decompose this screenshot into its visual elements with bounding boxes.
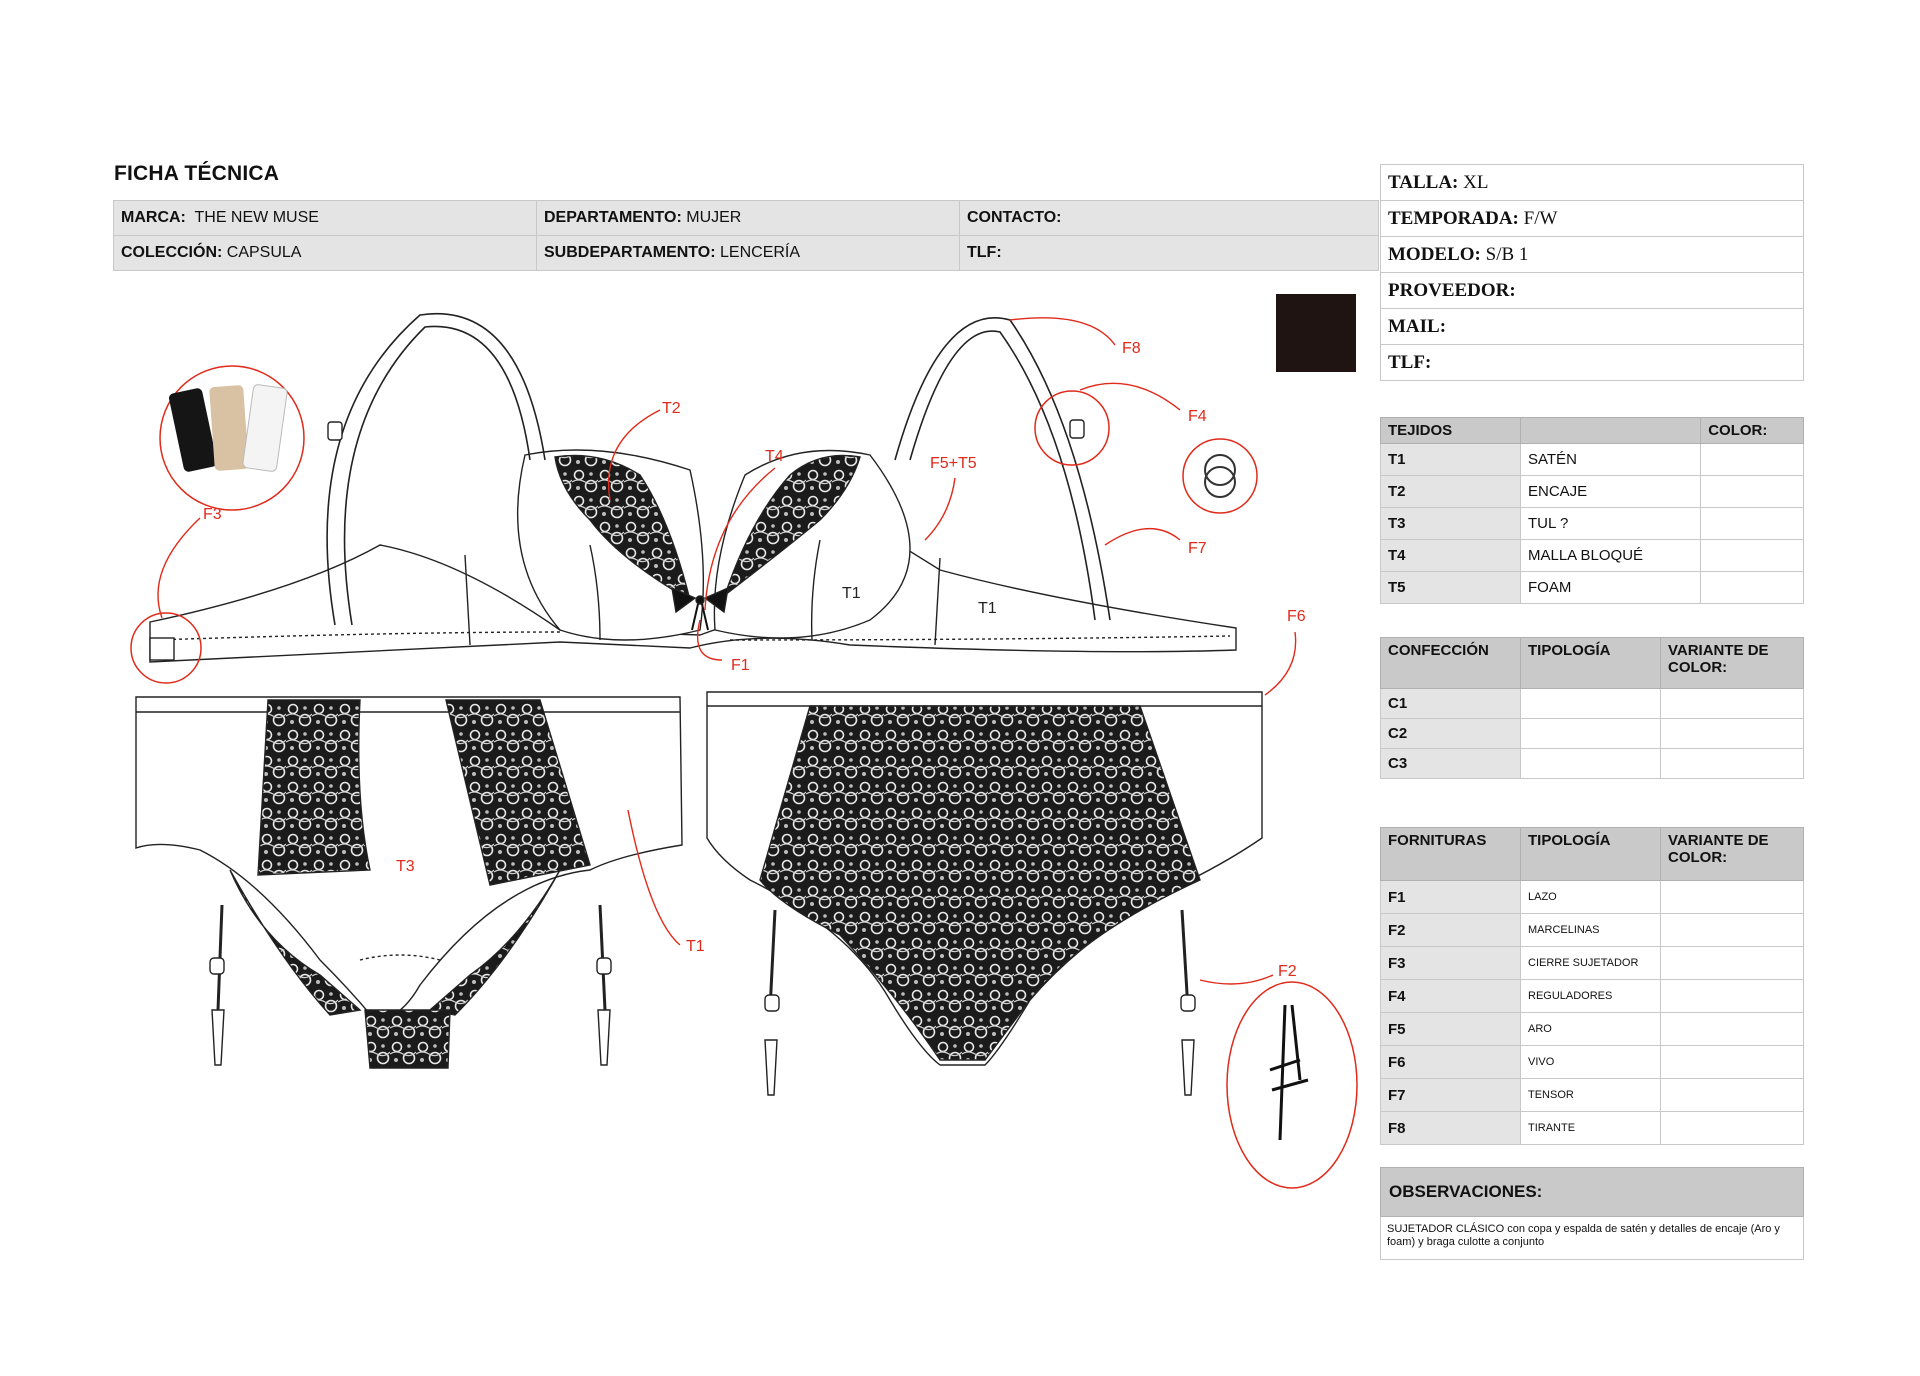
regulator-ring-icon (1182, 438, 1258, 514)
spec-tlf-row: TLF: (1380, 344, 1804, 381)
annotation-f7: F7 (1188, 540, 1207, 557)
fornituras-variante-header: VARIANTE DE COLOR: (1660, 827, 1804, 881)
document-title: FICHA TÉCNICA (114, 162, 280, 185)
temporada-value: F/W (1523, 207, 1558, 229)
bra-drawing (149, 313, 1237, 663)
table-row-code: C3 (1380, 748, 1521, 779)
table-row-variante (1660, 913, 1804, 947)
brief-back-drawing (706, 691, 1263, 1096)
observaciones-table: OBSERVACIONES: SUJETADOR CLÁSICO con cop… (1380, 1167, 1804, 1260)
talla-row: TALLA: XL (1380, 164, 1804, 201)
fornituras-header: FORNITURAS (1380, 827, 1521, 881)
annotation-t1-brief: T1 (686, 938, 705, 955)
table-row-name: LAZO (1520, 880, 1661, 914)
table-row-code: F4 (1380, 979, 1521, 1013)
table-row-tipologia (1520, 688, 1661, 719)
table-row-variante (1660, 1012, 1804, 1046)
table-row-variante (1660, 1111, 1804, 1145)
table-row-color (1700, 443, 1804, 476)
annotation-t3: T3 (396, 858, 415, 875)
contacto-cell: CONTACTO: (959, 200, 1379, 236)
table-row-code: F8 (1380, 1111, 1521, 1145)
table-row-color (1700, 571, 1804, 604)
annotation-f3: F3 (203, 506, 222, 523)
table-row-name: FOAM (1519, 571, 1702, 604)
fornituras-tipologia-header: TIPOLOGÍA (1520, 827, 1661, 881)
tejidos-header: TEJIDOS (1380, 417, 1521, 444)
annotation-t4: T4 (765, 448, 784, 465)
header-info-table: MARCA: THE NEW MUSE DEPARTAMENTO: MUJER … (113, 200, 1379, 271)
tlf-cell: TLF: (959, 235, 1379, 271)
table-row-variante (1660, 748, 1804, 779)
table-row-code: T2 (1380, 475, 1521, 508)
annotation-f1: F1 (731, 657, 750, 674)
annotation-f4: F4 (1188, 408, 1207, 425)
subdepartamento-cell: SUBDEPARTAMENTO: LENCERÍA (536, 235, 960, 271)
observaciones-text: SUJETADOR CLÁSICO con copa y espalda de … (1380, 1216, 1804, 1260)
annotation-f8: F8 (1122, 340, 1141, 357)
table-row-variante (1660, 688, 1804, 719)
spec-table: TALLA: XL TEMPORADA: F/W MODELO: S/B 1 P… (1380, 164, 1804, 381)
table-row-tipologia (1520, 748, 1661, 779)
modelo-value: S/B 1 (1485, 243, 1529, 265)
table-row-code: F3 (1380, 946, 1521, 980)
confeccion-header: CONFECCIÓN (1380, 637, 1521, 689)
confeccion-variante-header: VARIANTE DE COLOR: (1660, 637, 1804, 689)
table-row-code: F7 (1380, 1078, 1521, 1112)
table-row-name: TIRANTE (1520, 1111, 1661, 1145)
confeccion-tipologia-header: TIPOLOGÍA (1520, 637, 1661, 689)
marca-value: THE NEW MUSE (194, 209, 319, 226)
annotation-t1-cup: T1 (842, 585, 861, 602)
table-row-code: T5 (1380, 571, 1521, 604)
departamento-cell: DEPARTAMENTO: MUJER (536, 200, 960, 236)
garter-accessory (1226, 981, 1358, 1189)
table-row-tipologia (1520, 718, 1661, 749)
annotation-f5-t5: F5+T5 (930, 455, 977, 472)
annotation-t2: T2 (662, 400, 681, 417)
tejidos-color-header: COLOR: (1700, 417, 1804, 444)
color-swatch (1276, 294, 1356, 372)
annotation-f2: F2 (1278, 963, 1297, 980)
table-row-name: SATÉN (1519, 443, 1702, 476)
table-row-color (1700, 475, 1804, 508)
table-row-code: C2 (1380, 718, 1521, 749)
brief-front-drawing (135, 696, 683, 1069)
annotation-t1-band: T1 (978, 600, 997, 617)
table-row-variante (1660, 1045, 1804, 1079)
modelo-row: MODELO: S/B 1 (1380, 236, 1804, 273)
temporada-row: TEMPORADA: F/W (1380, 200, 1804, 237)
departamento-value: MUJER (686, 209, 742, 226)
table-row-name: ARO (1520, 1012, 1661, 1046)
coleccion-value: CAPSULA (226, 244, 302, 261)
coleccion-cell: COLECCIÓN: CAPSULA (113, 235, 537, 271)
subdepartamento-value: LENCERÍA (720, 244, 801, 261)
table-row-code: T1 (1380, 443, 1521, 476)
observaciones-title: OBSERVACIONES: (1380, 1167, 1804, 1217)
proveedor-row: PROVEEDOR: (1380, 272, 1804, 309)
table-row-code: T4 (1380, 539, 1521, 572)
annotation-f6: F6 (1287, 608, 1306, 625)
talla-value: XL (1463, 171, 1489, 193)
fornituras-table: FORNITURAS TIPOLOGÍA VARIANTE DE COLOR: … (1380, 827, 1804, 1145)
table-row-variante (1660, 979, 1804, 1013)
table-row-name: REGULADORES (1520, 979, 1661, 1013)
marca-cell: MARCA: THE NEW MUSE (113, 200, 537, 236)
table-row-code: F5 (1380, 1012, 1521, 1046)
confeccion-table: CONFECCIÓN TIPOLOGÍA VARIANTE DE COLOR: … (1380, 637, 1804, 779)
bra-hooks-accessory (159, 365, 305, 511)
